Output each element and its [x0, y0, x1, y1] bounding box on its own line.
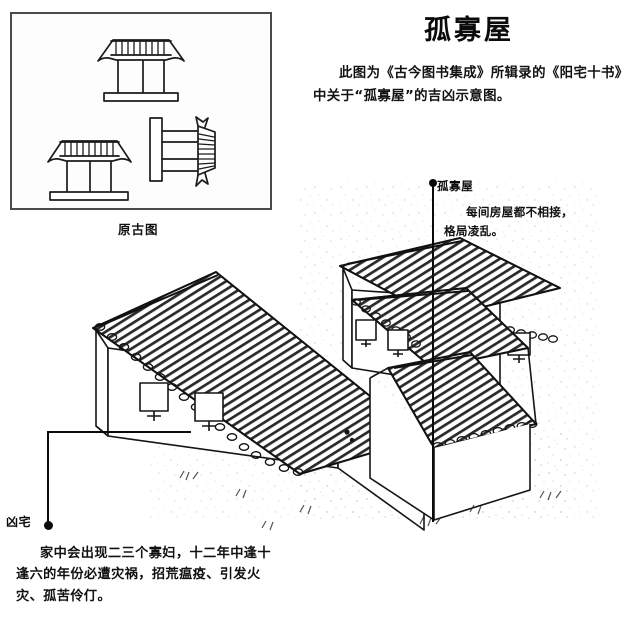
roof-tile-ends-front-left	[94, 323, 304, 476]
leader-line-xiong-vertical	[47, 431, 49, 523]
inset-caption: 原古图	[118, 222, 159, 237]
marker-dot-xiong	[44, 521, 53, 530]
annotation-body-guagua: 每间房屋都不相接，格局凌乱。	[444, 205, 574, 238]
inset-figure-pavilion-bottom-left	[47, 140, 132, 201]
ground-tufts	[179, 470, 562, 531]
annotation-label-guagua: 孤寡屋	[437, 179, 474, 193]
marker-dot-guagua	[429, 179, 437, 187]
window-group-front-left	[139, 382, 224, 431]
door-hardware	[344, 429, 355, 443]
page-title: 孤寡屋	[424, 15, 514, 46]
intro-paragraph: 此图为《古今图书集成》所辑录的《阳宅十书》中关于“孤寡屋”的吉凶示意图。	[313, 66, 629, 105]
inset-figure-pavilion-top	[97, 39, 185, 102]
annotation-guagua-label-wrap: 孤寡屋	[437, 178, 473, 194]
inset-original-drawing-frame	[10, 12, 272, 210]
house-right	[351, 287, 538, 521]
leader-line-xiong-horizontal	[47, 431, 191, 433]
inset-figure-pavilion-right-side	[149, 116, 216, 187]
window-group-right	[355, 319, 409, 357]
inset-drawing	[47, 39, 216, 201]
annotation-label-xiong: 凶宅	[6, 515, 32, 529]
annotation-body-xiong: 家中会出现二三个寡妇，十二年中逢十逢六的年份必遭灾祸，招荒瘟疫、引发火灾、孤苦伶…	[16, 546, 271, 604]
leader-line-guagua	[432, 186, 434, 522]
